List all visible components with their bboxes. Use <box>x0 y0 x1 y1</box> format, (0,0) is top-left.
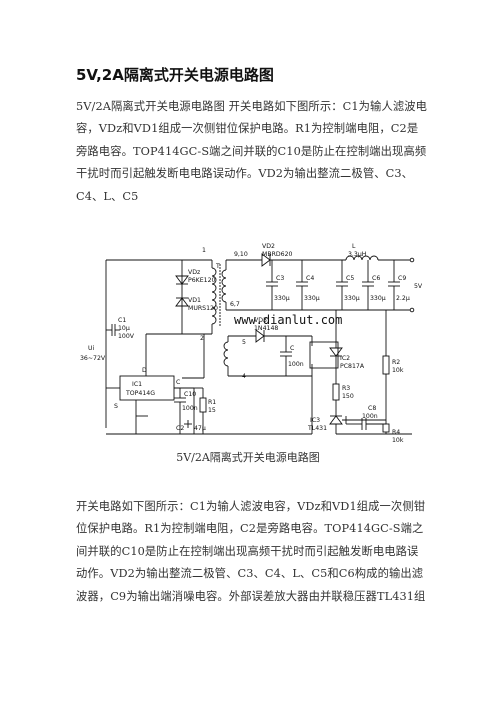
c1-label: C1 <box>118 317 126 324</box>
c2-label: C2 <box>176 425 184 432</box>
pin-2: 2 <box>200 335 204 342</box>
r3-value: 150 <box>342 393 354 400</box>
r2-value: 10k <box>392 367 404 374</box>
pin-d: D <box>142 367 147 374</box>
figure-caption: 5V/2A隔离式开关电源电路图 <box>176 451 320 464</box>
vd2-part: MBRD620 <box>262 251 293 258</box>
intro-paragraph: 5V/2A隔离式开关电源电路图 开关电路如下图所示：C1为输人滤波电容，VDz和… <box>76 100 428 203</box>
vdz-part: P6KE120 <box>188 277 216 284</box>
pin-c: C <box>176 379 180 386</box>
ic2-part: PC817A <box>340 363 365 370</box>
ic2-label: IC2 <box>340 355 350 362</box>
c8-value: 100n <box>362 413 378 420</box>
c4-value: 330μ <box>304 295 320 302</box>
vd2-label: VD2 <box>262 243 275 250</box>
ui-label: Ui <box>88 345 95 352</box>
c9-label: C9 <box>398 275 406 282</box>
c3-label: C3 <box>276 275 284 282</box>
page-title: 5V,2A隔离式开关电源电路图 <box>76 66 274 84</box>
watermark-text: www.dianlut.com <box>234 313 342 327</box>
ic3-label: IC3 <box>310 417 320 424</box>
r1-label: R1 <box>208 399 216 406</box>
vdz-label: VDz <box>188 269 200 276</box>
vd3-label: VD3 <box>254 317 267 324</box>
c1-value: 10μ <box>118 325 130 332</box>
c2-value: 47μ <box>194 425 206 432</box>
out-label: 5V <box>414 283 423 290</box>
vd1-label: VD1 <box>188 297 201 304</box>
l-value: 3.3μH <box>348 251 367 258</box>
pin-s: S <box>114 403 118 410</box>
c4-label: C4 <box>306 275 314 282</box>
pin-910: 9,10 <box>234 251 248 258</box>
r4-label: R4 <box>392 429 400 436</box>
c6-value: 330μ <box>370 295 386 302</box>
r2-label: R2 <box>392 359 400 366</box>
c-value: 100n <box>288 361 304 368</box>
c3-value: 330μ <box>274 295 290 302</box>
ic3-part: TL431 <box>307 425 327 432</box>
ic1-part: TOP414G <box>125 390 155 397</box>
pin-5: 5 <box>242 339 246 346</box>
c5-label: C5 <box>346 275 354 282</box>
vd3-part: 1N4148 <box>254 325 278 332</box>
body-paragraph: 开关电路如下图所示：C1为输人滤波电容，VDz和VD1组成一次侧钳位保护电路。R… <box>76 500 426 603</box>
c5-value: 330μ <box>344 295 360 302</box>
l-label: L <box>352 243 356 250</box>
c1-voltage: 100V <box>118 333 135 340</box>
r4-value: 10k <box>392 437 404 444</box>
c8-label: C8 <box>368 405 376 412</box>
pin-1: 1 <box>202 247 206 254</box>
r3-label: R3 <box>342 385 350 392</box>
pin-4: 4 <box>242 373 246 380</box>
t-label: T <box>215 263 220 270</box>
c10-label: C10 <box>184 391 196 398</box>
ic1-label: IC1 <box>132 381 142 388</box>
circuit-diagram: www.dianlut.com VDz P6KE120 VD1 MURS120 … <box>80 243 423 444</box>
c10-value: 100n <box>182 405 198 412</box>
c6-label: C6 <box>372 275 380 282</box>
c9-value: 2.2μ <box>396 295 410 302</box>
c-label: C <box>290 345 294 352</box>
r1-value: 15 <box>208 407 216 414</box>
ui-range: 36~72V <box>80 355 106 362</box>
vd1-part: MURS120 <box>188 305 218 312</box>
pin-67: 6,7 <box>230 301 240 308</box>
